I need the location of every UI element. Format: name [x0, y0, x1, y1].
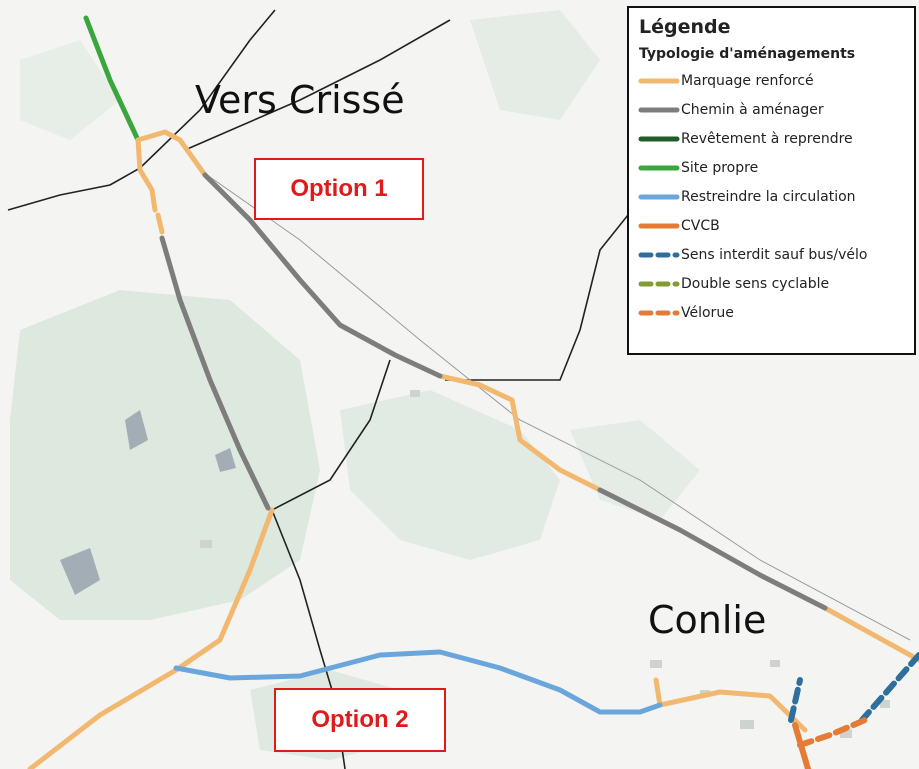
- route-marquage-junction: [135, 129, 208, 178]
- legend-swatch: [638, 310, 680, 315]
- legend-item-label: Vélorue: [681, 304, 734, 321]
- legend-subtitle: Typologie d'aménagements: [639, 46, 856, 62]
- road-diagonal: [271, 359, 391, 511]
- building: [880, 700, 890, 708]
- legend-swatch: [638, 78, 680, 83]
- legend-panel: Légende Typologie d'aménagements Marquag…: [627, 6, 916, 355]
- route-site-propre: [83, 15, 141, 143]
- road-north: [139, 9, 276, 169]
- route-chemin-option1: [202, 172, 443, 379]
- route-marquage-middle: [437, 373, 603, 493]
- place-label-vers-crisse: Vers Crissé: [195, 78, 405, 122]
- woodland-areas: [10, 10, 700, 760]
- water-bodies: [60, 410, 236, 595]
- legend-item: Marquage renforcé: [637, 66, 906, 95]
- route-marquage-town: [657, 689, 808, 733]
- legend-item-label: CVCB: [681, 217, 720, 234]
- building: [840, 730, 852, 738]
- route-marquage-spur-town: [653, 677, 663, 708]
- route-marquage-southwest: [27, 507, 275, 769]
- road-east-track: [199, 169, 911, 641]
- legend-item: CVCB: [637, 211, 906, 240]
- legend-item: Sens interdit sauf bus/vélo: [637, 240, 906, 269]
- legend-swatch: [638, 223, 680, 228]
- legend-swatch: [638, 136, 680, 141]
- cycle-network: [27, 15, 919, 769]
- route-marquage-conlie: [822, 605, 919, 663]
- route-marquage-spur-2: [155, 212, 165, 235]
- legend-item-label: Chemin à aménager: [681, 101, 824, 118]
- legend-item: Chemin à aménager: [637, 95, 906, 124]
- route-chemin-west: [159, 235, 271, 511]
- woodland-northeast: [470, 10, 600, 120]
- building: [770, 660, 780, 667]
- road-northeast: [184, 19, 451, 151]
- legend-item: Site propre: [637, 153, 906, 182]
- woodland-northwest: [20, 40, 120, 140]
- woodland-east: [570, 420, 700, 520]
- legend-swatch: [638, 194, 680, 199]
- legend-item-label: Marquage renforcé: [681, 72, 814, 89]
- road-west: [7, 167, 141, 211]
- pond-2: [60, 548, 100, 595]
- pond-3: [215, 448, 236, 472]
- legend-item: Vélorue: [637, 298, 906, 327]
- route-sens-interdit-1: [788, 677, 803, 723]
- legend-swatch: [638, 165, 680, 170]
- legend-item-label: Sens interdit sauf bus/vélo: [681, 246, 868, 263]
- option-2-label[interactable]: Option 2: [274, 688, 446, 752]
- legend-swatch: [638, 107, 680, 112]
- place-label-conlie: Conlie: [648, 598, 767, 642]
- legend-item-label: Double sens cyclable: [681, 275, 830, 292]
- legend-item: Double sens cyclable: [637, 269, 906, 298]
- legend-swatch: [638, 281, 680, 286]
- building: [200, 540, 212, 548]
- route-restreindre-option2: [173, 649, 663, 715]
- legend-item: Restreindre la circulation: [637, 182, 906, 211]
- legend-title: Légende: [639, 16, 731, 38]
- pond-1: [125, 410, 148, 450]
- legend-item-label: Revêtement à reprendre: [681, 130, 853, 147]
- legend-item-label: Restreindre la circulation: [681, 188, 856, 205]
- legend-item: Revêtement à reprendre: [637, 124, 906, 153]
- woodland-west: [10, 290, 320, 620]
- building: [650, 660, 662, 668]
- building: [410, 390, 420, 397]
- route-sens-interdit-2: [859, 652, 919, 723]
- building: [740, 720, 754, 729]
- legend-swatch: [638, 252, 680, 257]
- option-1-label[interactable]: Option 1: [254, 158, 424, 220]
- route-marquage-spur: [135, 137, 158, 213]
- woodland-center: [340, 390, 560, 560]
- route-chemin-east: [597, 487, 828, 611]
- route-velorue: [797, 717, 868, 748]
- legend-item-label: Site propre: [681, 159, 759, 176]
